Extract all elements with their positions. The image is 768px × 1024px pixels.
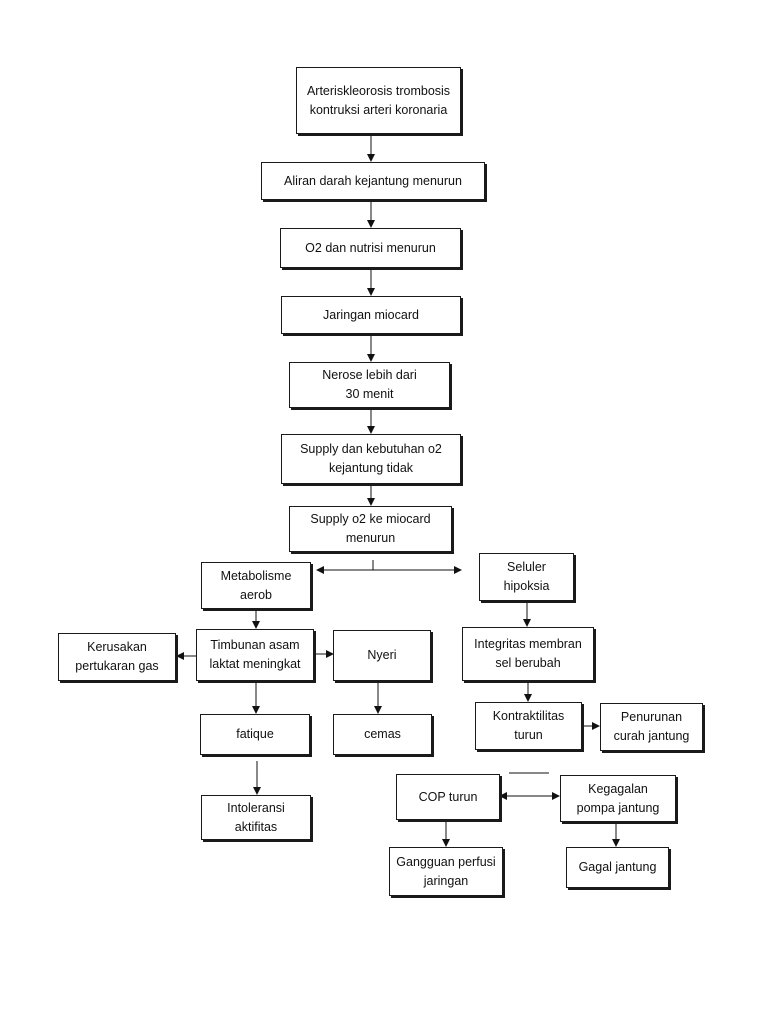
node-fatique: fatique [200, 714, 310, 755]
node-nyeri: Nyeri [333, 630, 431, 681]
node-kerusakan-pertukaran-gas: Kerusakan pertukaran gas [58, 633, 176, 681]
node-kegagalan-pompa-jantung: Kegagalan pompa jantung [560, 775, 676, 822]
node-supply-kebutuhan: Supply dan kebutuhan o2 kejantung tidak [281, 434, 461, 484]
node-timbunan-asam-laktat: Timbunan asam laktat meningkat [196, 629, 314, 681]
node-gangguan-perfusi: Gangguan perfusi jaringan [389, 847, 503, 896]
node-cop-turun: COP turun [396, 774, 500, 820]
node-gagal-jantung: Gagal jantung [566, 847, 669, 888]
node-penurunan-curah-jantung: Penurunan curah jantung [600, 703, 703, 751]
node-jaringan-miocard: Jaringan miocard [281, 296, 461, 334]
node-kontraktilitas: Kontraktilitas turun [475, 702, 582, 750]
node-supply-menurun: Supply o2 ke miocard menurun [289, 506, 452, 552]
node-intoleransi-aktifitas: Intoleransi aktifitas [201, 795, 311, 840]
node-integritas-membran: Integritas membran sel berubah [462, 627, 594, 681]
node-arteriosklerosis: Arteriskleorosis trombosis kontruksi art… [296, 67, 461, 134]
node-metabolisme-aerob: Metabolisme aerob [201, 562, 311, 609]
node-aliran-darah: Aliran darah kejantung menurun [261, 162, 485, 200]
node-seluler-hipoksia: Seluler hipoksia [479, 553, 574, 601]
node-o2-nutrisi: O2 dan nutrisi menurun [280, 228, 461, 268]
node-cemas: cemas [333, 714, 432, 755]
node-nerose: Nerose lebih dari 30 menit [289, 362, 450, 408]
